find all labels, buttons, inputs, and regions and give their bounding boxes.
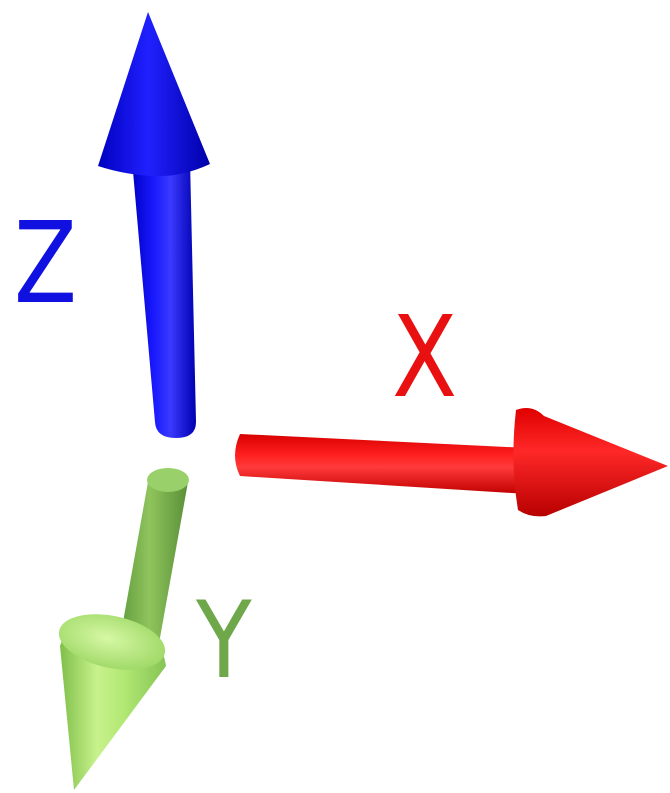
z-axis-arrow [98, 12, 210, 438]
y-axis-label: Y [196, 579, 252, 702]
x-axis-label: X [392, 293, 458, 423]
x-axis-shaft [235, 434, 528, 494]
z-axis-label: Z [14, 199, 77, 329]
z-axis-shaft [132, 160, 196, 438]
y-axis-shaft-end [147, 468, 189, 492]
x-axis-arrowhead [513, 408, 668, 517]
y-axis-shaft [118, 475, 188, 660]
z-axis-arrowhead [98, 12, 210, 177]
y-axis-arrow [58, 468, 189, 790]
y-axis-arrowhead-base [58, 614, 166, 670]
x-axis-arrow [235, 408, 668, 517]
